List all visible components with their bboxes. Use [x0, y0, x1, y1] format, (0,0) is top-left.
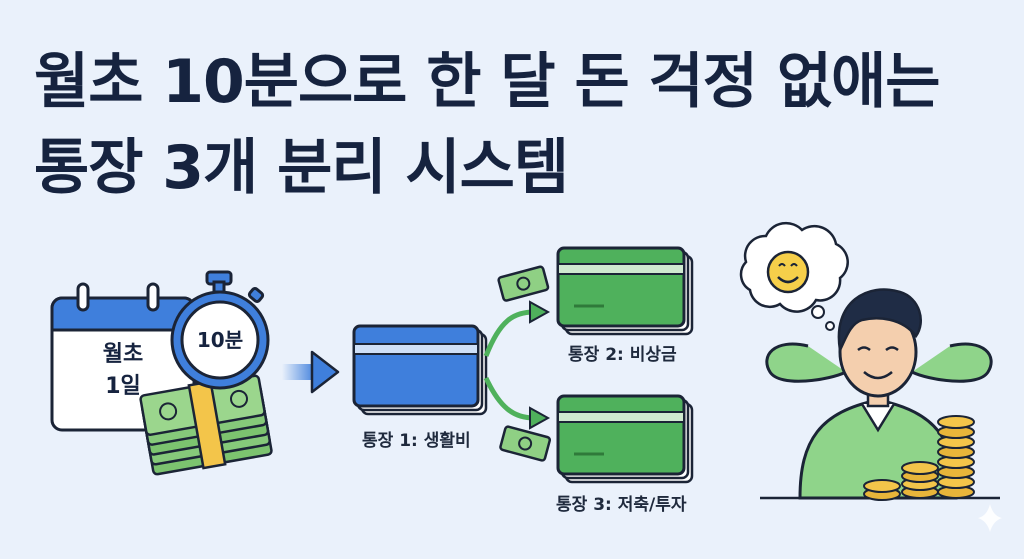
wallet-icon-emergency	[556, 246, 694, 336]
stopwatch-icon	[170, 270, 270, 390]
cash-stack-icon	[139, 374, 273, 476]
account-label-emergency: 통장 2: 비상금	[568, 345, 677, 365]
banknote-icon	[497, 265, 550, 302]
wallet-icon-living	[352, 324, 488, 416]
title-line-2: 통장 3개 분리 시스템	[34, 133, 569, 203]
coin-pile-mid	[901, 461, 939, 499]
coin-pile-small	[863, 479, 901, 501]
banknote-icon	[499, 425, 552, 462]
account-label-savings: 통장 3: 저축/투자	[556, 495, 687, 515]
calendar-text-line2: 1일	[105, 374, 141, 399]
title-line-1: 월초 10분으로 한 달 돈 걱정 없애는	[34, 47, 940, 117]
arrow-down-right-icon	[483, 376, 551, 430]
sparkle-icon	[978, 504, 1002, 532]
smiley-icon	[766, 250, 810, 294]
timer-label: 10분	[196, 328, 244, 352]
arrow-up-right-icon	[483, 300, 551, 357]
calendar-text-line1: 월초	[102, 342, 144, 367]
arrow-right-icon	[282, 350, 340, 394]
coin-pile-tall	[937, 415, 975, 499]
coin-stack-icon	[863, 415, 975, 501]
account-label-living: 통장 1: 생활비	[362, 431, 471, 451]
wallet-icon-savings	[556, 394, 694, 484]
